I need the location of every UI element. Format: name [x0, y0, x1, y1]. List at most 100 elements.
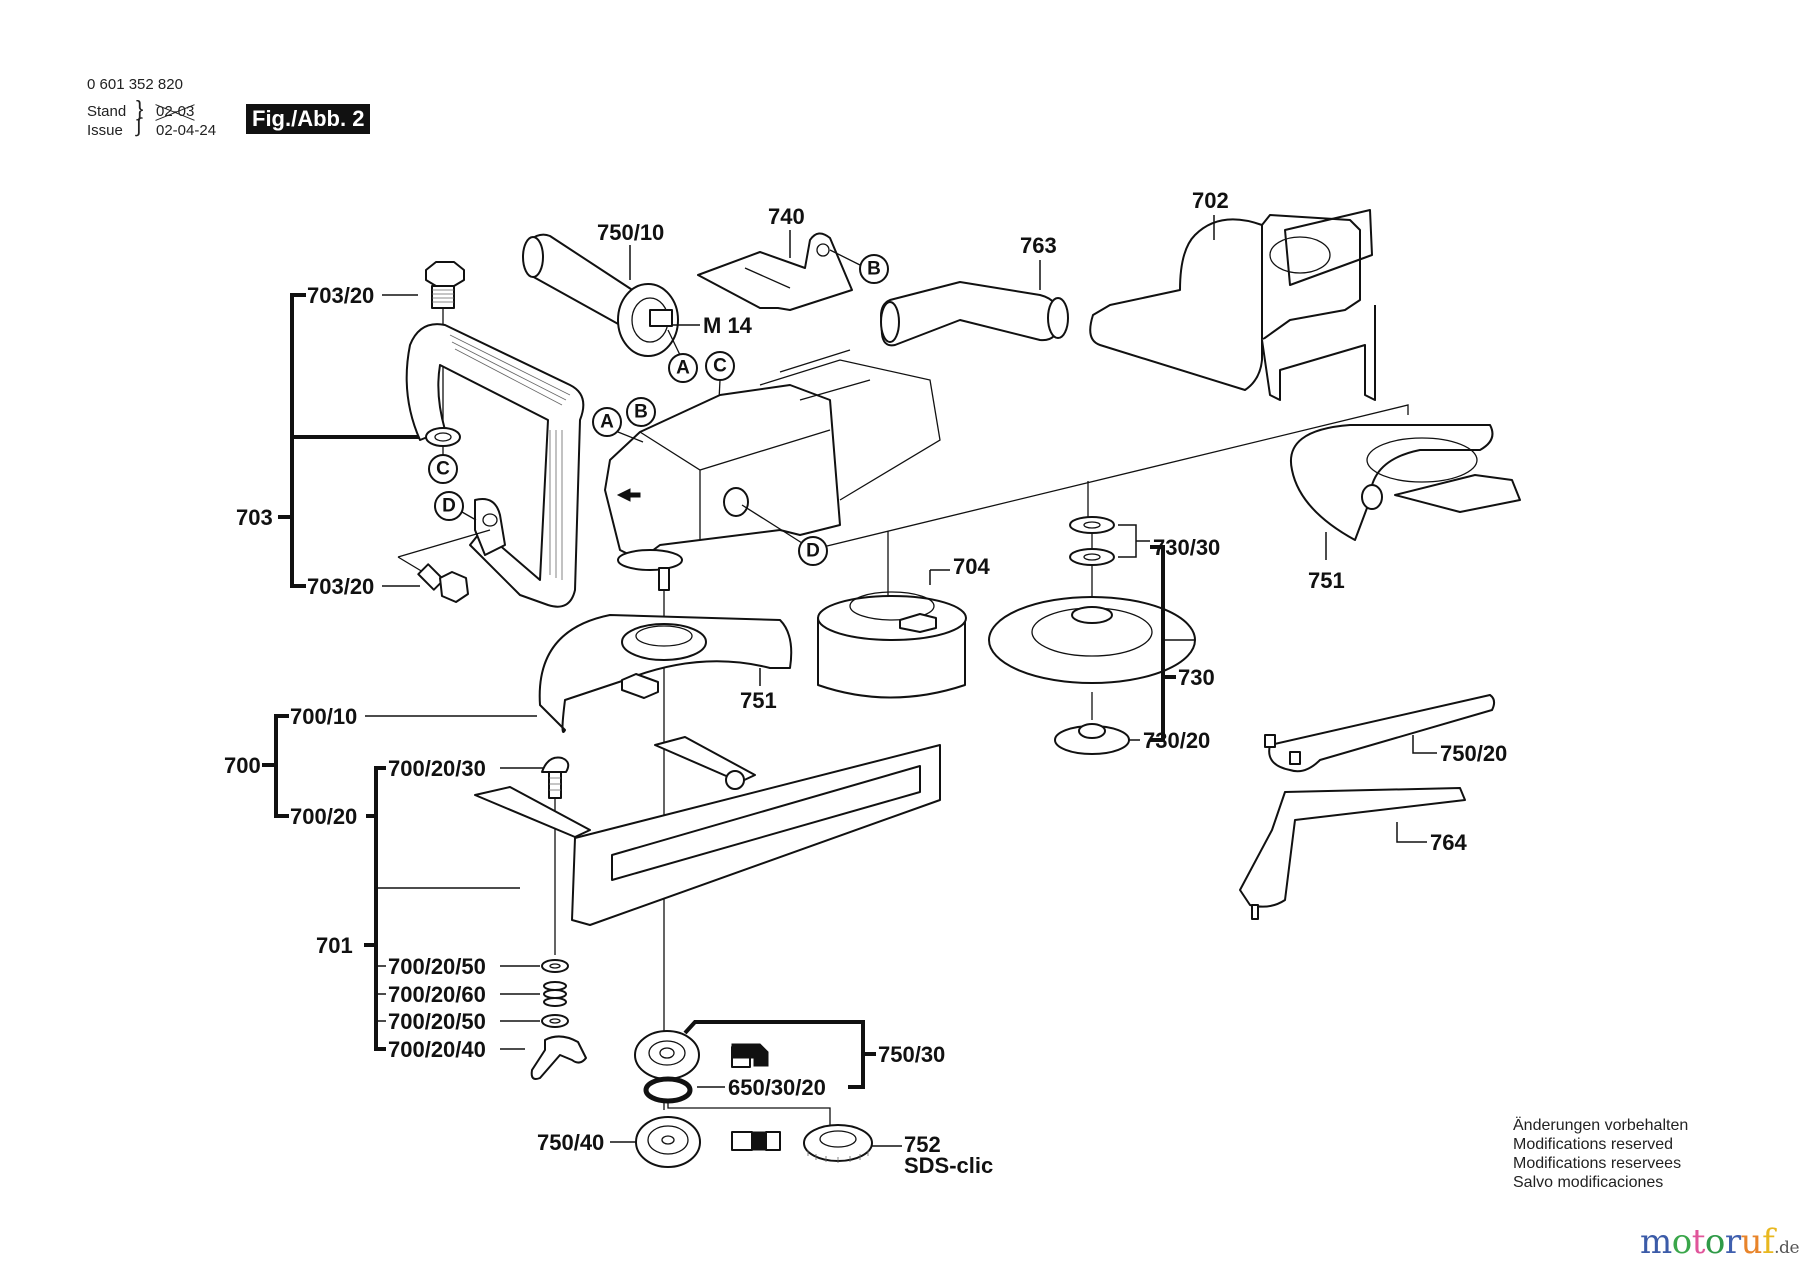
part-number: 0 601 352 820 — [87, 76, 183, 93]
marker-bracket-B-text: B — [867, 259, 881, 280]
bracket-700 — [262, 714, 289, 818]
stand-label: Stand — [87, 103, 127, 120]
logo-letter: o — [1671, 1222, 1692, 1262]
carriage-bolt-700-20-30[interactable] — [541, 756, 570, 955]
hose-763[interactable] — [880, 281, 1069, 347]
label-703-20-top[interactable]: 703/20 — [307, 283, 374, 308]
label-701[interactable]: 701 — [316, 933, 353, 958]
label-750-20[interactable]: 750/20 — [1440, 741, 1507, 766]
label-702[interactable]: 702 — [1192, 188, 1229, 213]
logo-letter: u — [1740, 1222, 1763, 1262]
bolt-703-20-bottom[interactable] — [397, 529, 491, 603]
label-764[interactable]: 764 — [1430, 830, 1467, 855]
marker-body-A-text: A — [600, 412, 614, 433]
label-751-center[interactable]: 751 — [740, 688, 777, 713]
note-de: Änderungen vorbehalten — [1513, 1117, 1689, 1134]
spring-700-20-60[interactable] — [543, 981, 567, 1007]
marker-handle-C-text: C — [713, 356, 727, 377]
bracket-750-30 — [683, 1020, 876, 1089]
side-handle-750-10[interactable] — [522, 233, 679, 357]
bow-handle-703[interactable] — [405, 323, 585, 608]
mounting-flange-750-30[interactable] — [634, 1030, 700, 1080]
label-700-20[interactable]: 700/20 — [290, 804, 357, 829]
clamping-nut-750-40[interactable] — [635, 1116, 701, 1168]
marker-bow-C — [428, 454, 458, 484]
marker-bracket-B — [859, 254, 889, 284]
label-650-30-20[interactable]: 650/30/20 — [728, 1075, 826, 1100]
bracket-740[interactable] — [697, 232, 853, 311]
marker-body-B-text: B — [634, 402, 648, 423]
label-751-right[interactable]: 751 — [1308, 568, 1345, 593]
washer-700-20-50-b[interactable] — [541, 1014, 569, 1028]
motoruf-logo: motoruf.de — [1640, 1222, 1800, 1262]
figure-label: Fig./Abb. 2 — [246, 104, 371, 134]
flange-symbol-bottom — [731, 1131, 781, 1151]
face-spanner-764[interactable] — [1239, 787, 1466, 920]
logo-letter: t — [1691, 1222, 1706, 1262]
bracket-730-30 — [1118, 524, 1150, 558]
stand-value-struck: 02-03 — [156, 103, 195, 120]
label-700-20-60[interactable]: 700/20/60 — [388, 982, 486, 1007]
issue-value: 02-04-24 — [156, 122, 217, 139]
assembly-line-diagonal — [826, 404, 1409, 547]
marker-handle-A-text: A — [676, 358, 690, 379]
issue-brace: ∫ — [136, 115, 142, 137]
angle-grinder-body[interactable] — [604, 349, 941, 1110]
label-700-20-50-b[interactable]: 700/20/50 — [388, 1009, 486, 1034]
logo-letter: r — [1724, 1222, 1741, 1262]
leader-764 — [1396, 822, 1427, 843]
label-730[interactable]: 730 — [1178, 665, 1215, 690]
stand-brace: } — [136, 96, 144, 121]
bracket-701 — [364, 766, 386, 1051]
note-es: Salvo modificaciones — [1513, 1174, 1664, 1191]
label-703[interactable]: 703 — [236, 505, 273, 530]
marker-bow-C-text: C — [436, 459, 450, 480]
quick-nut-752-sds-clic[interactable] — [803, 1124, 873, 1163]
logo-letter: f — [1762, 1222, 1775, 1262]
guard-751-center[interactable] — [538, 614, 793, 733]
guard-704[interactable] — [817, 591, 967, 699]
label-m14[interactable]: M 14 — [703, 313, 753, 338]
marker-body-D — [798, 536, 828, 566]
label-sds-clic[interactable]: SDS-clic — [904, 1153, 993, 1178]
label-704[interactable]: 704 — [953, 554, 990, 579]
label-703-20-bottom[interactable]: 703/20 — [307, 574, 374, 599]
washer-700-20-50-a[interactable] — [541, 959, 569, 973]
label-700-20-50-a[interactable]: 700/20/50 — [388, 954, 486, 979]
clamping-flange-730-20[interactable] — [1054, 692, 1130, 755]
label-730-20[interactable]: 730/20 — [1143, 728, 1210, 753]
label-750-10[interactable]: 750/10 — [597, 220, 664, 245]
marker-body-D-text: D — [806, 541, 820, 562]
marker-body-B — [626, 397, 656, 427]
label-763[interactable]: 763 — [1020, 233, 1057, 258]
label-750-30[interactable]: 750/30 — [878, 1042, 945, 1067]
label-700-20-30[interactable]: 700/20/30 — [388, 756, 486, 781]
label-752[interactable]: 752 — [904, 1132, 941, 1157]
label-700-20-40[interactable]: 700/20/40 — [388, 1037, 486, 1062]
wing-nut-700-20-40[interactable] — [530, 1035, 587, 1080]
logo-letter: o — [1704, 1222, 1725, 1262]
leader-704 — [929, 569, 950, 585]
o-ring-650-30-20[interactable] — [643, 1076, 693, 1104]
flange-symbol-top — [731, 1043, 769, 1068]
leader-750-20 — [1412, 735, 1437, 754]
guard-751-right[interactable] — [1289, 424, 1521, 541]
label-700-10[interactable]: 700/10 — [290, 704, 357, 729]
pin-wrench-750-20[interactable] — [1264, 694, 1496, 773]
label-700[interactable]: 700 — [224, 753, 261, 778]
cutting-guide-701[interactable] — [474, 736, 941, 926]
issue-label: Issue — [87, 122, 123, 139]
marker-bow-D — [434, 491, 464, 521]
logo-letter: m — [1640, 1222, 1672, 1262]
label-750-40[interactable]: 750/40 — [537, 1130, 604, 1155]
label-740[interactable]: 740 — [768, 204, 805, 229]
bow-handle-group: 703/20 703 703/20 C D — [236, 261, 585, 608]
marker-body-A — [592, 407, 622, 437]
bolt-703-20-top[interactable] — [425, 261, 465, 440]
logo-suffix: .de — [1774, 1238, 1800, 1258]
bracket-730 — [1150, 545, 1176, 742]
bracket-703 — [278, 293, 440, 588]
extraction-guard-702[interactable] — [1089, 209, 1376, 401]
backing-pad-730[interactable] — [988, 596, 1196, 684]
